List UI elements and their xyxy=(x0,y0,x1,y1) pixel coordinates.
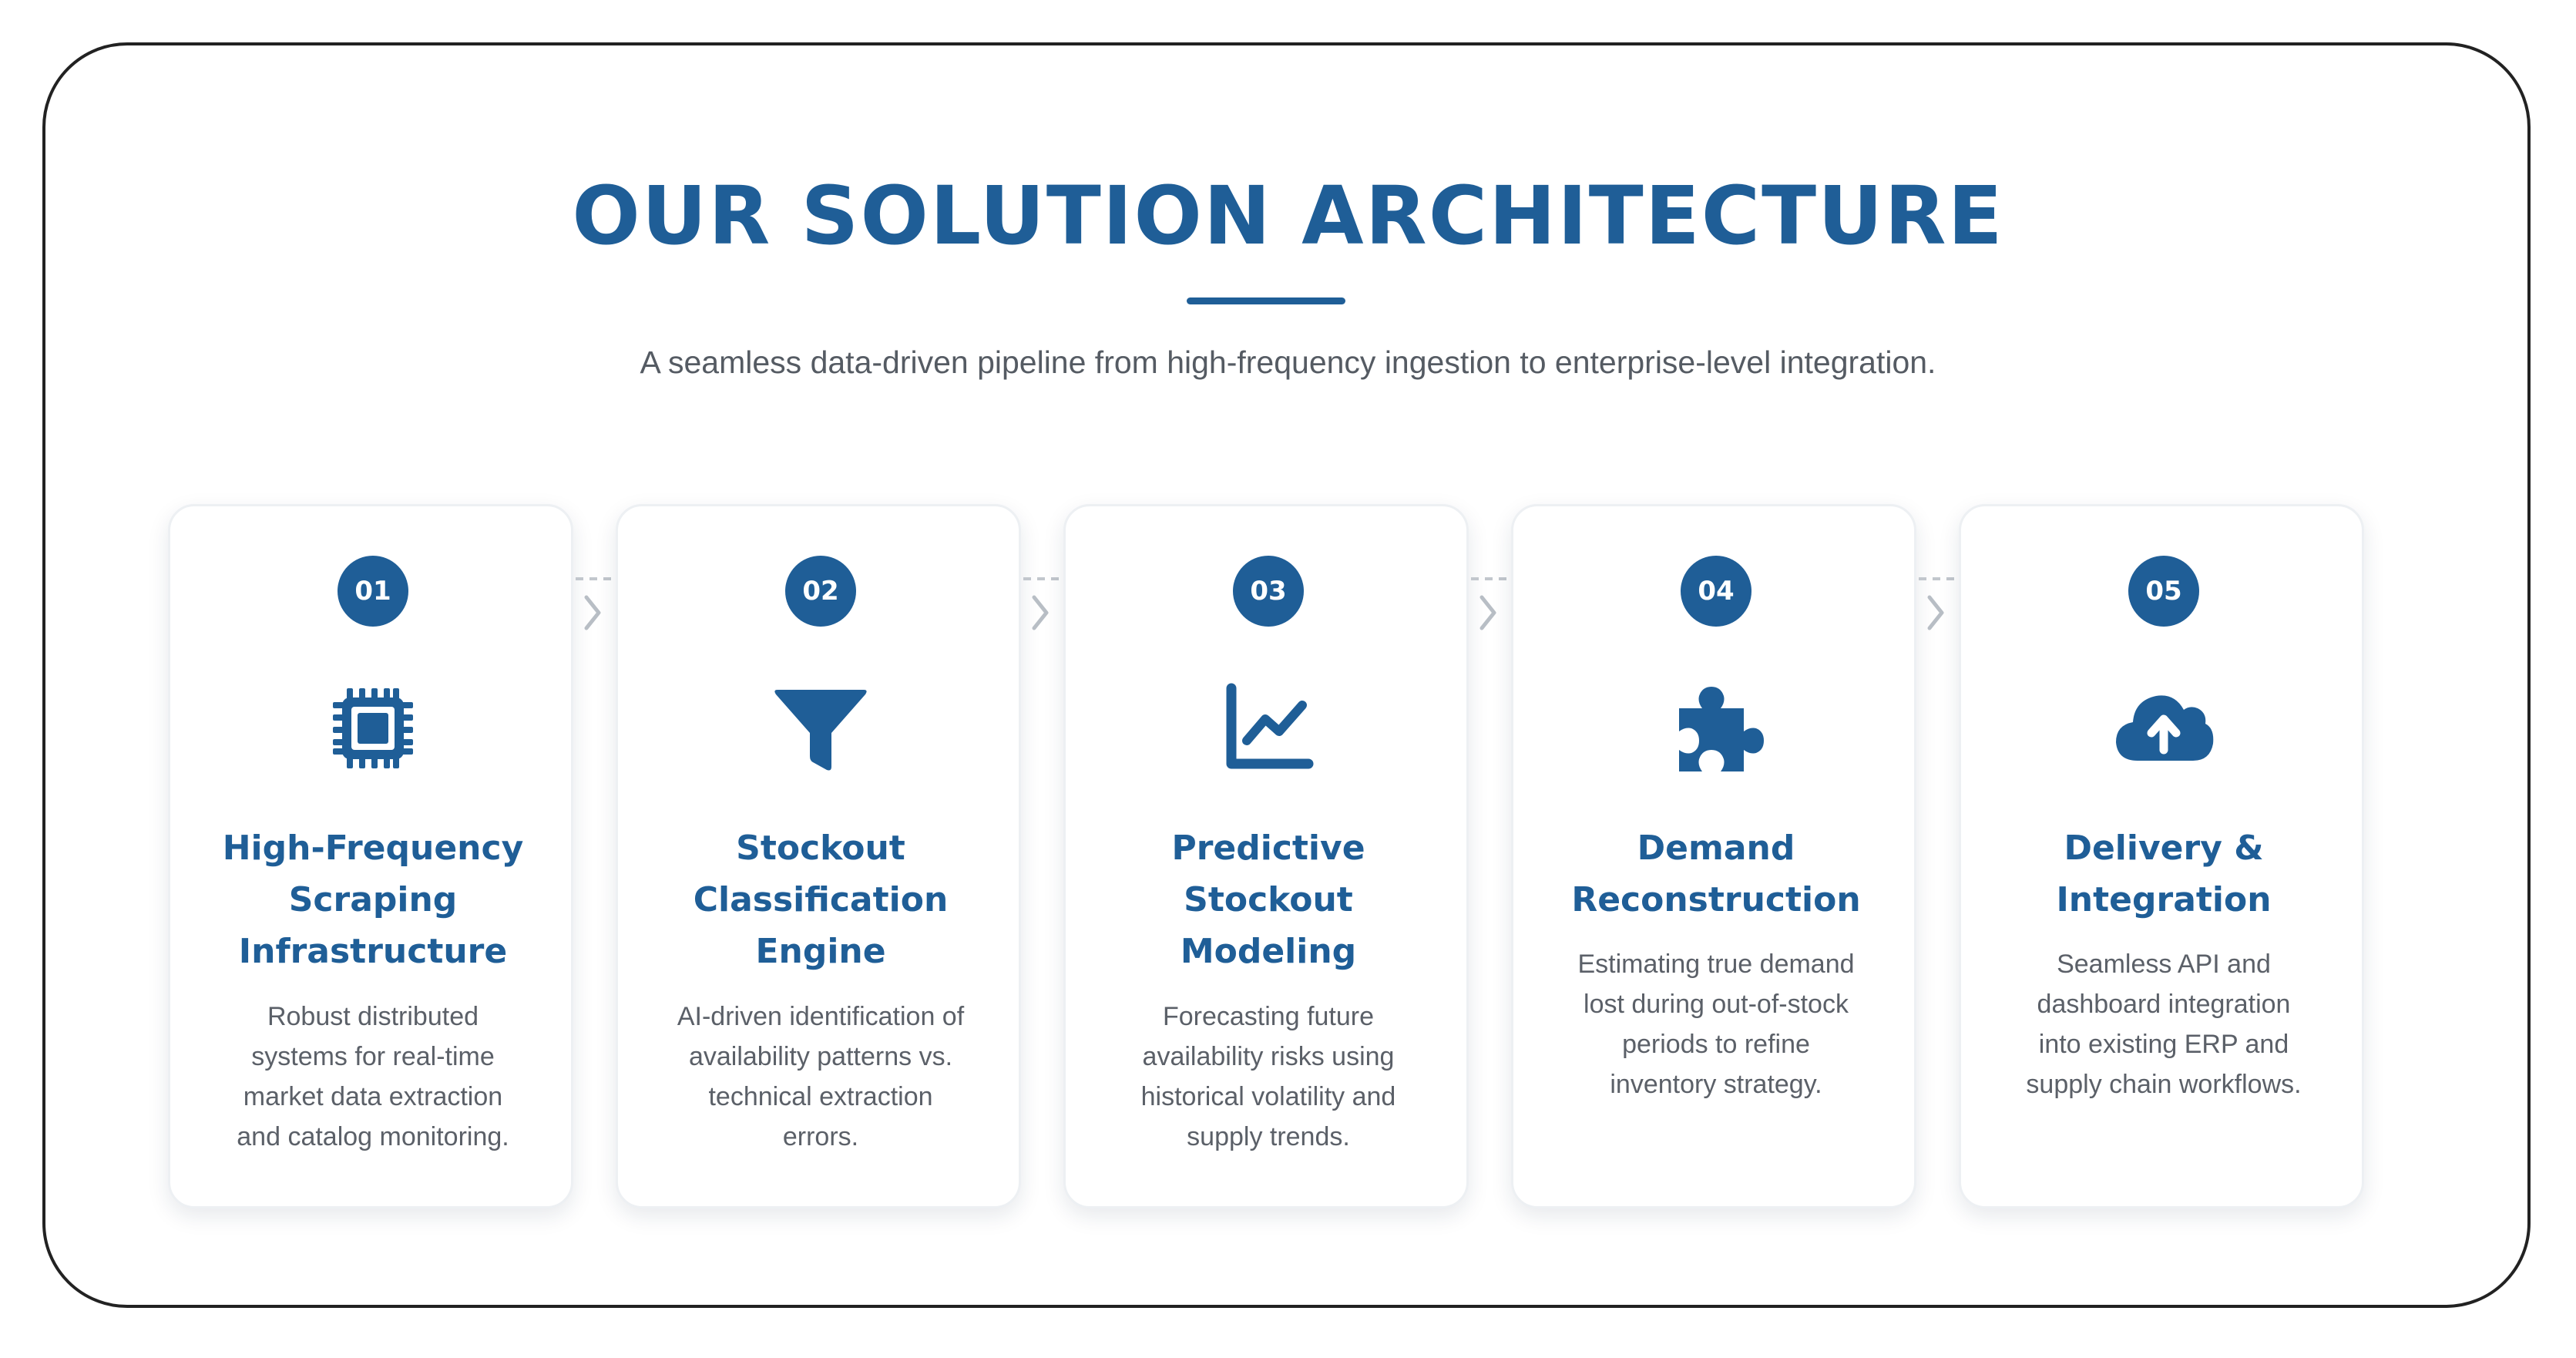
funnel-filter-icon xyxy=(767,674,875,782)
step-number-badge: 03 xyxy=(1233,556,1304,627)
step-title: Stockout Classification Engine xyxy=(693,829,949,971)
step-number-badge: 05 xyxy=(2128,556,2199,627)
step-card-1: 01 xyxy=(168,504,573,1208)
step-title: Demand Reconstruction xyxy=(1571,829,1861,919)
step-description: Robust distributed systems for real-time… xyxy=(237,1002,509,1151)
step-description: Forecasting future availability risks us… xyxy=(1140,1002,1396,1151)
step-connector-arrow xyxy=(1469,574,1514,644)
cloud-upload-icon xyxy=(2110,674,2218,782)
step-title: High-Frequency Scraping Infrastructure xyxy=(222,829,524,971)
step-number-badge: 01 xyxy=(338,556,408,627)
step-description: Estimating true demand lost during out-o… xyxy=(1577,950,1855,1099)
step-description: AI-driven identification of availability… xyxy=(677,1002,965,1151)
step-card-2: 02 Stockout Classification Engine AI-dri… xyxy=(616,504,1021,1208)
line-chart-icon xyxy=(1214,674,1322,782)
step-card-3: 03 Predictive Stockout Modeling Forecast… xyxy=(1063,504,1469,1208)
step-connector-arrow xyxy=(1022,574,1066,644)
step-connector-arrow xyxy=(574,574,619,644)
puzzle-piece-icon xyxy=(1662,674,1770,782)
cpu-chip-icon xyxy=(319,674,427,782)
step-card-4: 04 Demand Reconstruction Estimating true… xyxy=(1511,504,1916,1208)
step-title: Predictive Stockout Modeling xyxy=(1171,829,1365,971)
step-description: Seamless API and dashboard integration i… xyxy=(2026,950,2302,1099)
step-number-badge: 04 xyxy=(1681,556,1751,627)
page-title: OUR SOLUTION ARCHITECTURE xyxy=(572,169,2004,263)
title-underline xyxy=(1187,297,1345,304)
step-card-5: 05 Delivery & Integration Seamless API a… xyxy=(1959,504,2364,1208)
step-connector-arrow xyxy=(1917,574,1962,644)
page-subtitle: A seamless data-driven pipeline from hig… xyxy=(640,345,1936,380)
step-title: Delivery & Integration xyxy=(2056,829,2272,919)
step-number-badge: 02 xyxy=(785,556,856,627)
